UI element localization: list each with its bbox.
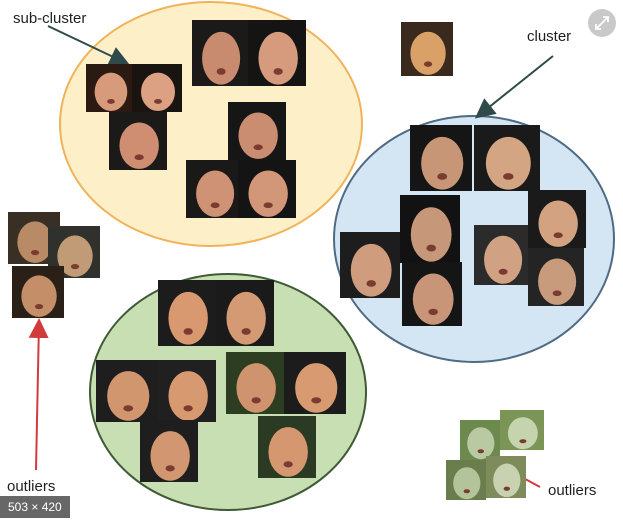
face-thumbnail — [96, 360, 158, 422]
face-thumbnail — [132, 64, 182, 112]
face-thumbnail — [109, 112, 167, 170]
face-thumbnail — [216, 280, 274, 346]
face-thumbnail — [528, 248, 584, 306]
face-thumbnail — [228, 102, 286, 160]
outlier-scene-thumbnail — [460, 420, 500, 460]
face-thumbnail — [410, 125, 472, 191]
cluster-arrow — [474, 55, 554, 119]
face-thumbnail — [86, 64, 134, 112]
outliers-right-label: outliers — [548, 482, 597, 499]
face-thumbnail — [400, 195, 460, 263]
face-thumbnail — [192, 20, 248, 86]
face-thumbnail — [12, 266, 64, 318]
face-thumbnail — [401, 22, 453, 76]
face-thumbnail — [340, 232, 400, 298]
face-thumbnail — [474, 125, 540, 191]
sub-cluster-arrow — [47, 25, 130, 66]
face-thumbnail — [140, 420, 198, 482]
outliers-left-arrow — [28, 318, 49, 471]
face-thumbnail — [402, 262, 462, 326]
image-size-badge: 503 × 420 — [0, 496, 70, 518]
outlier-scene-thumbnail — [500, 410, 544, 450]
face-thumbnail — [158, 360, 216, 422]
face-thumbnail — [226, 352, 284, 414]
face-thumbnail — [474, 225, 530, 285]
face-thumbnail — [248, 20, 306, 86]
cluster-label: cluster — [527, 28, 572, 45]
sub-cluster-label: sub-cluster — [13, 10, 87, 27]
face-thumbnail — [186, 160, 242, 218]
face-thumbnail — [284, 352, 346, 414]
expand-icon — [595, 16, 609, 30]
face-thumbnail — [528, 190, 586, 248]
face-thumbnail — [258, 416, 316, 478]
outlier-scene-thumbnail — [486, 456, 526, 498]
outliers-left-label: outliers — [7, 478, 56, 495]
expand-button[interactable] — [588, 9, 616, 37]
face-thumbnail — [158, 280, 216, 346]
outlier-scene-thumbnail — [446, 460, 486, 500]
face-thumbnail — [238, 160, 296, 218]
